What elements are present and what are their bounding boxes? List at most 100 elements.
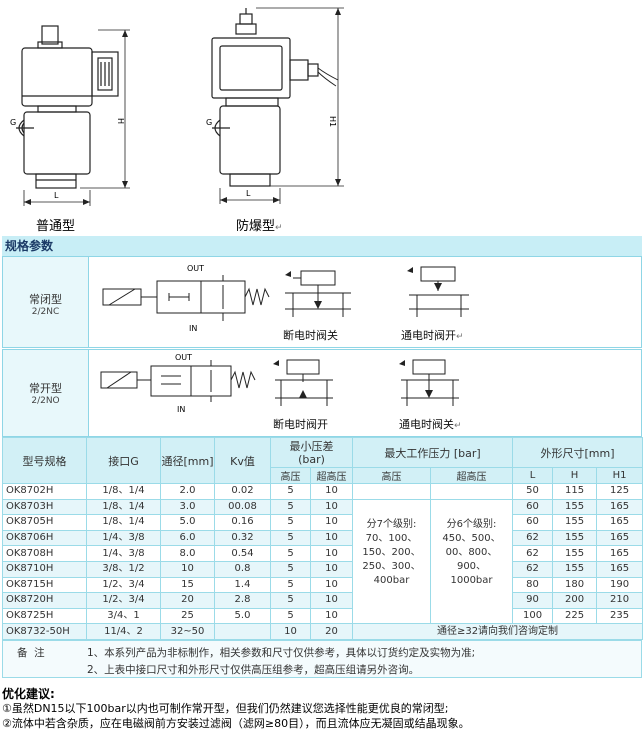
no-code: 2/2NO bbox=[31, 396, 60, 406]
cell-L: 60 bbox=[512, 514, 554, 531]
spec-section-header: 规格参数 bbox=[2, 236, 642, 256]
cell-H: 115 bbox=[552, 483, 598, 500]
col-max-hp: 高压 bbox=[352, 467, 431, 484]
col-min-uhp: 超高压 bbox=[310, 467, 353, 484]
dim-l-right: L bbox=[246, 189, 251, 198]
dim-g-left: G bbox=[10, 118, 16, 127]
cell-hp: 5 bbox=[270, 483, 311, 500]
uhp-level-line: 450、500、 bbox=[442, 532, 501, 544]
dim-h: H bbox=[116, 118, 125, 124]
return-mark: ↵ bbox=[275, 223, 283, 233]
no-caption-on: 通电时阀关↵ bbox=[399, 418, 462, 431]
notes-line-1: 1、本系列产品为非标制作，相关参数和尺寸仅供参考，具体以订货约定及实物为准; bbox=[87, 647, 476, 659]
cell-uhp: 10 bbox=[310, 498, 353, 516]
cell-model: OK8706H bbox=[2, 529, 87, 547]
cell-kv bbox=[214, 623, 271, 640]
cell-kv: 0.8 bbox=[214, 560, 271, 578]
hp-level-line: 分7个级别: bbox=[366, 518, 417, 530]
col-H: H bbox=[552, 467, 598, 484]
hp-level-line: 250、300、 bbox=[362, 560, 421, 572]
dim-g-right: G bbox=[206, 118, 212, 127]
cell-hp: 10 bbox=[270, 623, 311, 640]
cell-dia: 2.0 bbox=[160, 483, 215, 500]
uhp-level-line: 00、800、 bbox=[445, 546, 498, 558]
cell-H1: 165 bbox=[596, 514, 644, 531]
return-mark: ↵ bbox=[456, 332, 464, 342]
cell-kv: 00.08 bbox=[214, 498, 271, 516]
cell-dia: 32~50 bbox=[160, 623, 215, 640]
nc-name: 常闭型 bbox=[29, 293, 62, 306]
cell-kv: 2.8 bbox=[214, 592, 271, 609]
uhp-level-line: 900、 bbox=[456, 560, 487, 572]
cell-H: 155 bbox=[552, 529, 598, 547]
cell-port: 1/2、3/4 bbox=[86, 592, 161, 609]
col-min-pressure: 最小压差 (bar) bbox=[270, 437, 353, 468]
no-out-label: OUT bbox=[175, 353, 192, 362]
cell-hp: 5 bbox=[270, 514, 311, 531]
cell-dia: 20 bbox=[160, 592, 215, 609]
cell-H1: 190 bbox=[596, 576, 644, 594]
cell-kv: 0.02 bbox=[214, 483, 271, 500]
cell-port: 1/8、1/4 bbox=[86, 498, 161, 516]
no-label: 常开型 2/2NO bbox=[3, 350, 89, 436]
col-H1: H1 bbox=[596, 467, 644, 484]
cell-L: 62 bbox=[512, 545, 554, 562]
nc-diagrams: OUT IN bbox=[102, 264, 469, 333]
hp-level-line: 70、100、 bbox=[365, 532, 418, 544]
cell-uhp: 10 bbox=[310, 607, 353, 625]
cell-L: 60 bbox=[512, 498, 554, 516]
cell-model: OK8725H bbox=[2, 607, 87, 625]
nc-caption-off: 断电时阀关 bbox=[283, 329, 338, 342]
cell-uhp: 20 bbox=[310, 623, 353, 640]
cell-model: OK8703H bbox=[2, 498, 87, 516]
cell-hp: 5 bbox=[270, 560, 311, 578]
col-min-hp: 高压 bbox=[270, 467, 311, 484]
cell-L: 100 bbox=[512, 607, 554, 625]
cell-kv: 5.0 bbox=[214, 607, 271, 625]
notes-line-2: 2、上表中接口尺寸和外形尺寸仅供高压组参考，超高压组请另外咨询。 bbox=[87, 664, 420, 676]
nc-out-label: OUT bbox=[187, 264, 204, 273]
cell-H1: 165 bbox=[596, 498, 644, 516]
cell-port: 3/8、1/2 bbox=[86, 560, 161, 578]
nc-code: 2/2NC bbox=[31, 307, 60, 317]
notes-box: 备 注 1、本系列产品为非标制作，相关参数和尺寸仅供参考，具体以订货约定及实物为… bbox=[2, 640, 642, 678]
col-model: 型号规格 bbox=[2, 437, 87, 484]
cell-L: 62 bbox=[512, 529, 554, 547]
hp-level-line: 400bar bbox=[373, 574, 410, 586]
cell-H: 155 bbox=[552, 498, 598, 516]
cell-kv: 0.54 bbox=[214, 545, 271, 562]
col-max-pressure: 最大工作压力 [bar] bbox=[351, 437, 514, 468]
nc-caption-on: 通电时阀开↵ bbox=[401, 329, 464, 342]
cell-port: 1/8、1/4 bbox=[86, 483, 161, 500]
cell-H: 155 bbox=[552, 514, 598, 531]
table-subheader-row: 高压 超高压 高压 超高压 L H H1 bbox=[3, 467, 644, 484]
col-kv: Kv值 bbox=[214, 437, 271, 484]
uhp-level-line: 分6个级别: bbox=[446, 518, 497, 530]
cell-dia: 10 bbox=[160, 560, 215, 578]
suggestion-line-2: ②流体中若含杂质，应在电磁阀前方安装过滤阀（滤网≥80目），而且流体应无凝固或结… bbox=[2, 717, 470, 730]
cell-H: 200 bbox=[552, 592, 598, 609]
cell-dia: 25 bbox=[160, 607, 215, 625]
no-row: 常开型 2/2NO bbox=[2, 349, 642, 437]
cell-dia: 3.0 bbox=[160, 498, 215, 516]
cell-max-hp-empty bbox=[352, 483, 431, 500]
cell-hp: 5 bbox=[270, 607, 311, 625]
suggestion-line-1: ①虽然DN15以下100bar以内也可制作常开型，但我们仍然建议您选择性能更优良… bbox=[2, 702, 449, 715]
caption-standard: 普通型 bbox=[36, 219, 76, 234]
custom-order-note: 通径≥32请向我们咨询定制 bbox=[351, 623, 644, 640]
caption-explosion-proof: 防爆型↵ bbox=[236, 219, 283, 234]
cell-port: 1/8、1/4 bbox=[86, 514, 161, 531]
nc-row: 常闭型 2/2NC bbox=[2, 256, 642, 348]
cell-max-uhp-levels: 分6个级别:450、500、00、800、900、1000bar bbox=[429, 498, 514, 625]
dim-h1: H1 bbox=[328, 116, 337, 127]
cell-uhp: 10 bbox=[310, 545, 353, 562]
cell-H: 180 bbox=[552, 576, 598, 594]
notes-label: 备 注 bbox=[17, 647, 45, 659]
cell-H: 155 bbox=[552, 560, 598, 578]
cell-uhp: 10 bbox=[310, 514, 353, 531]
nc-in-label: IN bbox=[189, 324, 197, 333]
cell-L: 50 bbox=[512, 483, 554, 500]
